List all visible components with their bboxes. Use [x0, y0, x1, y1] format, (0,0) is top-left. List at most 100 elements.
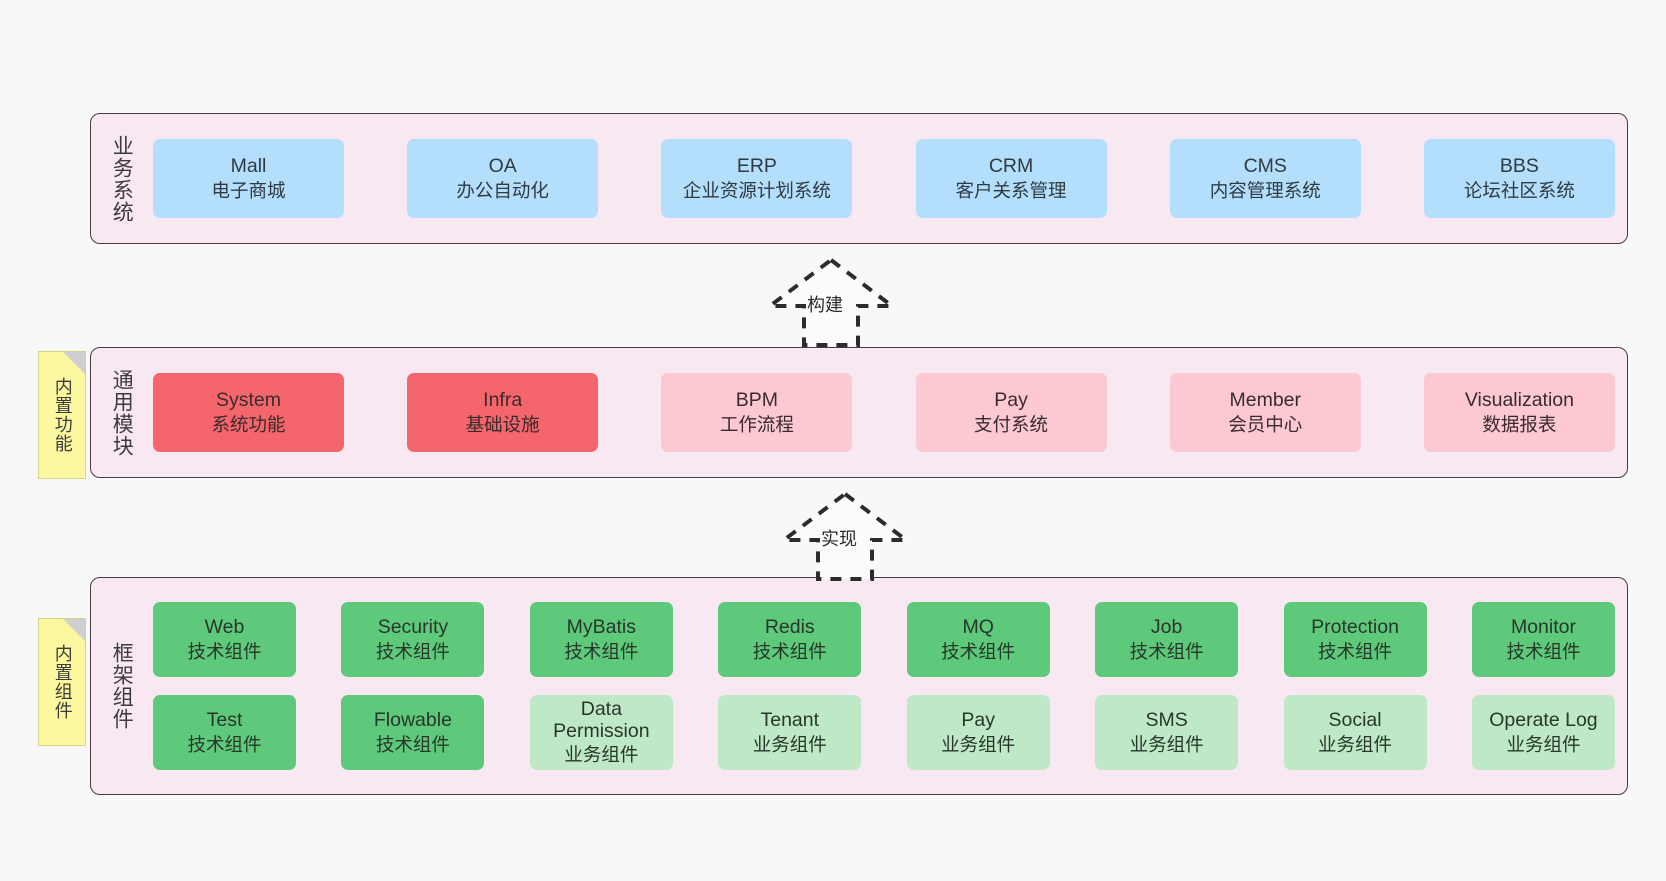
- card-title: CRM: [988, 155, 1034, 178]
- note-builtin-component: 内置组件: [38, 618, 86, 746]
- card-subtitle: 技术组件: [187, 641, 262, 663]
- card-system[interactable]: System 系统功能: [153, 373, 344, 452]
- card-subtitle: 技术组件: [1506, 641, 1581, 663]
- layer-title-common-module: 通用模块: [110, 368, 134, 457]
- connector-realize: 实现: [771, 489, 919, 584]
- card-row: Web 技术组件 Security 技术组件 MyBatis 技术组件 Redi…: [153, 602, 1615, 677]
- card-title: ERP: [736, 155, 777, 178]
- card-bpm[interactable]: BPM 工作流程: [661, 373, 853, 452]
- card-pay-business[interactable]: Pay 业务组件: [906, 695, 1050, 770]
- note-label: 内置功能: [52, 377, 73, 453]
- layer-body-framework-component: Web 技术组件 Security 技术组件 MyBatis 技术组件 Redi…: [139, 588, 1615, 784]
- card-subtitle: 数据报表: [1482, 414, 1557, 436]
- card-title: Monitor: [1510, 616, 1576, 639]
- card-title: Social: [1328, 709, 1382, 732]
- layer-body-common-module: System 系统功能 Infra 基础设施 BPM 工作流程 Pay 支付系统…: [139, 358, 1615, 467]
- card-subtitle: 技术组件: [564, 641, 639, 663]
- card-subtitle: 技术组件: [1318, 641, 1393, 663]
- card-row: System 系统功能 Infra 基础设施 BPM 工作流程 Pay 支付系统…: [153, 373, 1615, 452]
- card-infra[interactable]: Infra 基础设施: [407, 373, 599, 452]
- card-subtitle: 业务组件: [564, 743, 639, 765]
- card-title: BPM: [735, 389, 778, 412]
- card-data-permission[interactable]: Data Permission 业务组件: [529, 695, 673, 770]
- card-row: Test 技术组件 Flowable 技术组件 Data Permission …: [153, 695, 1615, 770]
- card-subtitle: 基础设施: [465, 414, 540, 436]
- build-arrow-icon: [764, 257, 898, 347]
- card-member[interactable]: Member 会员中心: [1169, 373, 1361, 452]
- card-subtitle: 技术组件: [1129, 641, 1204, 663]
- card-pay[interactable]: Pay 支付系统: [915, 373, 1107, 452]
- card-subtitle: 系统功能: [211, 414, 286, 436]
- card-flowable[interactable]: Flowable 技术组件: [341, 695, 485, 770]
- card-subtitle: 技术组件: [752, 641, 827, 663]
- card-title: Job: [1150, 616, 1183, 639]
- card-title: Redis: [764, 616, 815, 639]
- card-social[interactable]: Social 业务组件: [1283, 695, 1427, 770]
- card-subtitle: 论坛社区系统: [1463, 180, 1575, 202]
- card-erp[interactable]: ERP 企业资源计划系统: [661, 139, 853, 218]
- layer-framework-component: 框架组件 Web 技术组件 Security 技术组件 MyBatis 技术组件…: [90, 577, 1628, 795]
- card-web[interactable]: Web 技术组件: [153, 602, 296, 677]
- card-redis[interactable]: Redis 技术组件: [718, 602, 862, 677]
- card-subtitle: 支付系统: [974, 414, 1049, 436]
- card-subtitle: 技术组件: [375, 734, 450, 756]
- card-title: CMS: [1243, 155, 1287, 178]
- card-title: MQ: [962, 616, 994, 639]
- card-title: Pay: [994, 389, 1028, 412]
- layer-common-module: 通用模块 System 系统功能 Infra 基础设施 BPM 工作流程 Pay…: [90, 347, 1628, 478]
- card-oa[interactable]: OA 办公自动化: [407, 139, 599, 218]
- card-operate-log[interactable]: Operate Log 业务组件: [1471, 695, 1615, 770]
- connector-label-realize: 实现: [821, 529, 857, 549]
- card-subtitle: 工作流程: [719, 414, 794, 436]
- card-title: Visualization: [1464, 389, 1574, 412]
- layer-body-business-system: Mall 电子商城 OA 办公自动化 ERP 企业资源计划系统 CRM 客户关系…: [139, 124, 1615, 233]
- card-subtitle: 业务组件: [1129, 734, 1204, 756]
- card-monitor[interactable]: Monitor 技术组件: [1471, 602, 1615, 677]
- card-row: Mall 电子商城 OA 办公自动化 ERP 企业资源计划系统 CRM 客户关系…: [153, 139, 1615, 218]
- card-subtitle: 业务组件: [941, 734, 1016, 756]
- card-subtitle: 业务组件: [1318, 734, 1393, 756]
- card-subtitle: 业务组件: [752, 734, 827, 756]
- card-subtitle: 企业资源计划系统: [682, 180, 831, 202]
- card-mq[interactable]: MQ 技术组件: [906, 602, 1050, 677]
- card-subtitle: 内容管理系统: [1209, 180, 1321, 202]
- card-title: Tenant: [760, 709, 820, 732]
- card-title: OA: [488, 155, 517, 178]
- realize-arrow-icon: [778, 491, 912, 581]
- card-title: Mall: [230, 155, 267, 178]
- card-title: Web: [204, 616, 245, 639]
- card-subtitle: 技术组件: [941, 641, 1016, 663]
- card-title: Data Permission: [553, 697, 650, 742]
- card-mall[interactable]: Mall 电子商城: [153, 139, 344, 218]
- card-visualization[interactable]: Visualization 数据报表: [1423, 373, 1615, 452]
- card-title: Test: [206, 709, 243, 732]
- card-bbs[interactable]: BBS 论坛社区系统: [1423, 139, 1615, 218]
- card-subtitle: 电子商城: [211, 180, 286, 202]
- card-subtitle: 会员中心: [1228, 414, 1303, 436]
- card-mybatis[interactable]: MyBatis 技术组件: [529, 602, 673, 677]
- card-security[interactable]: Security 技术组件: [341, 602, 485, 677]
- card-subtitle: 办公自动化: [456, 180, 549, 202]
- card-title: Security: [377, 616, 449, 639]
- card-title: Infra: [483, 389, 523, 412]
- layer-title-business-system: 业务系统: [110, 134, 134, 223]
- card-crm[interactable]: CRM 客户关系管理: [915, 139, 1107, 218]
- card-title: Operate Log: [1489, 709, 1598, 732]
- card-cms[interactable]: CMS 内容管理系统: [1169, 139, 1361, 218]
- connector-label-build: 构建: [807, 295, 843, 315]
- layer-title-framework-component: 框架组件: [110, 642, 134, 730]
- card-subtitle: 业务组件: [1506, 734, 1581, 756]
- card-title: SMS: [1145, 709, 1188, 732]
- card-tenant[interactable]: Tenant 业务组件: [718, 695, 862, 770]
- layer-business-system: 业务系统 Mall 电子商城 OA 办公自动化 ERP 企业资源计划系统 CRM…: [90, 113, 1628, 244]
- card-title: Pay: [961, 709, 995, 732]
- connector-build: 构建: [757, 255, 905, 350]
- card-subtitle: 技术组件: [375, 641, 450, 663]
- card-sms[interactable]: SMS 业务组件: [1095, 695, 1239, 770]
- card-protection[interactable]: Protection 技术组件: [1283, 602, 1427, 677]
- card-title: Member: [1229, 389, 1302, 412]
- card-title: System: [215, 389, 281, 412]
- card-test[interactable]: Test 技术组件: [153, 695, 296, 770]
- card-job[interactable]: Job 技术组件: [1095, 602, 1239, 677]
